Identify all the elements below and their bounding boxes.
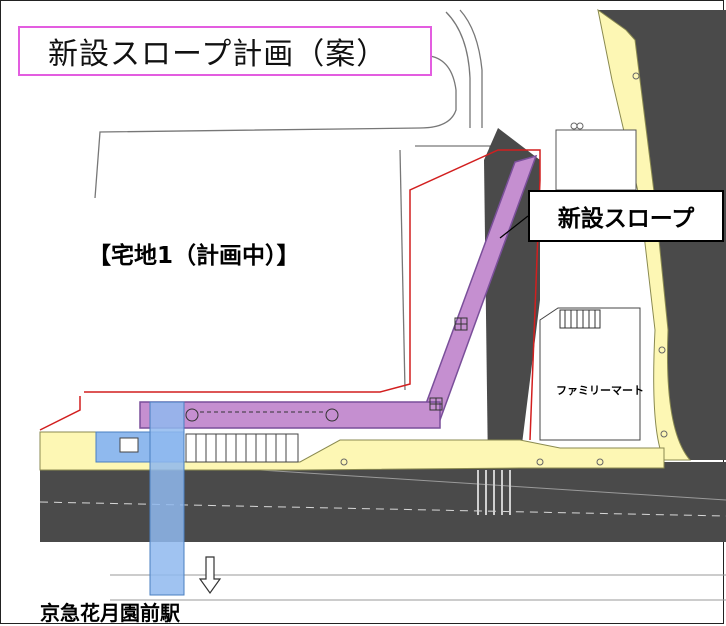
site-boundary [39, 149, 541, 441]
station-stairs [119, 433, 299, 463]
building-upper-right [555, 129, 637, 191]
new-slope-horizontal [139, 401, 441, 429]
store-steps [559, 309, 601, 329]
callout-leader-line [499, 215, 529, 239]
store-label: ファミリーマート [556, 384, 644, 397]
slope-markers [185, 317, 468, 422]
sidewalk-right [597, 8, 692, 461]
down-arrow-icon [198, 556, 222, 595]
slope-callout-label: 新設スロープ [528, 190, 724, 242]
lot-label: 【宅地1（計画中）】 [88, 243, 300, 269]
survey-marks [340, 72, 668, 466]
crosswalk [477, 470, 511, 515]
station-label: 京急花月園前駅 [40, 601, 180, 625]
station-route-vertical [149, 401, 185, 596]
page-title: 新設スロープ計画（案） [18, 26, 432, 76]
store-boundary [539, 307, 641, 441]
main-road-bottom [40, 462, 726, 542]
